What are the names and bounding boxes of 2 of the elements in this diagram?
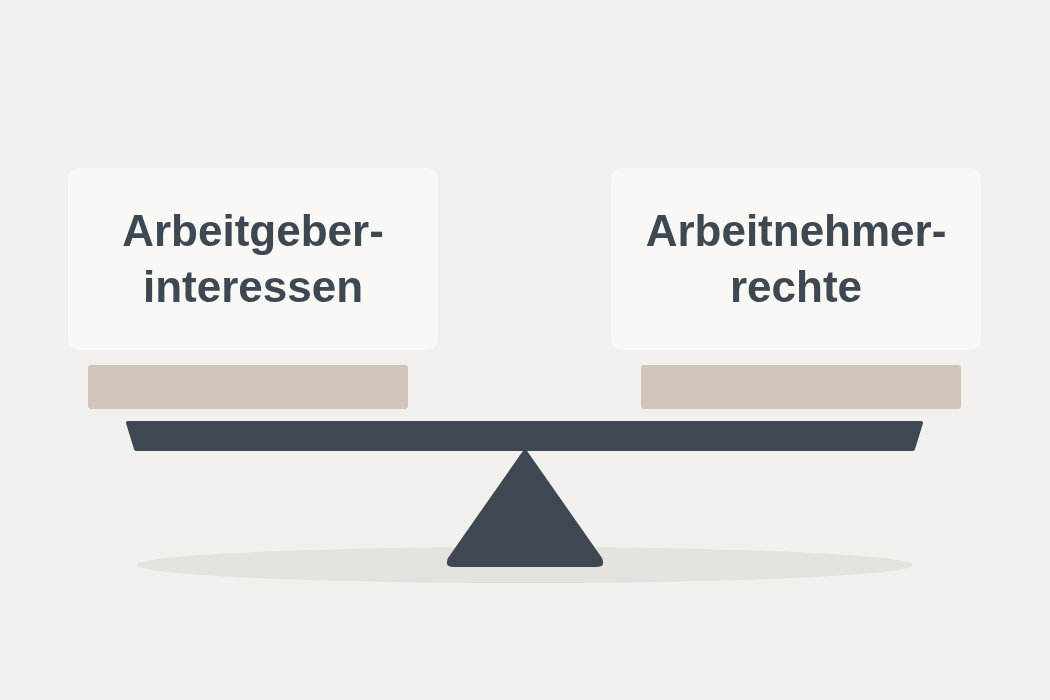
card-label: Arbeitnehmer- rechte [644, 205, 948, 313]
card-label: Arbeitgeber- interessen [121, 205, 385, 313]
